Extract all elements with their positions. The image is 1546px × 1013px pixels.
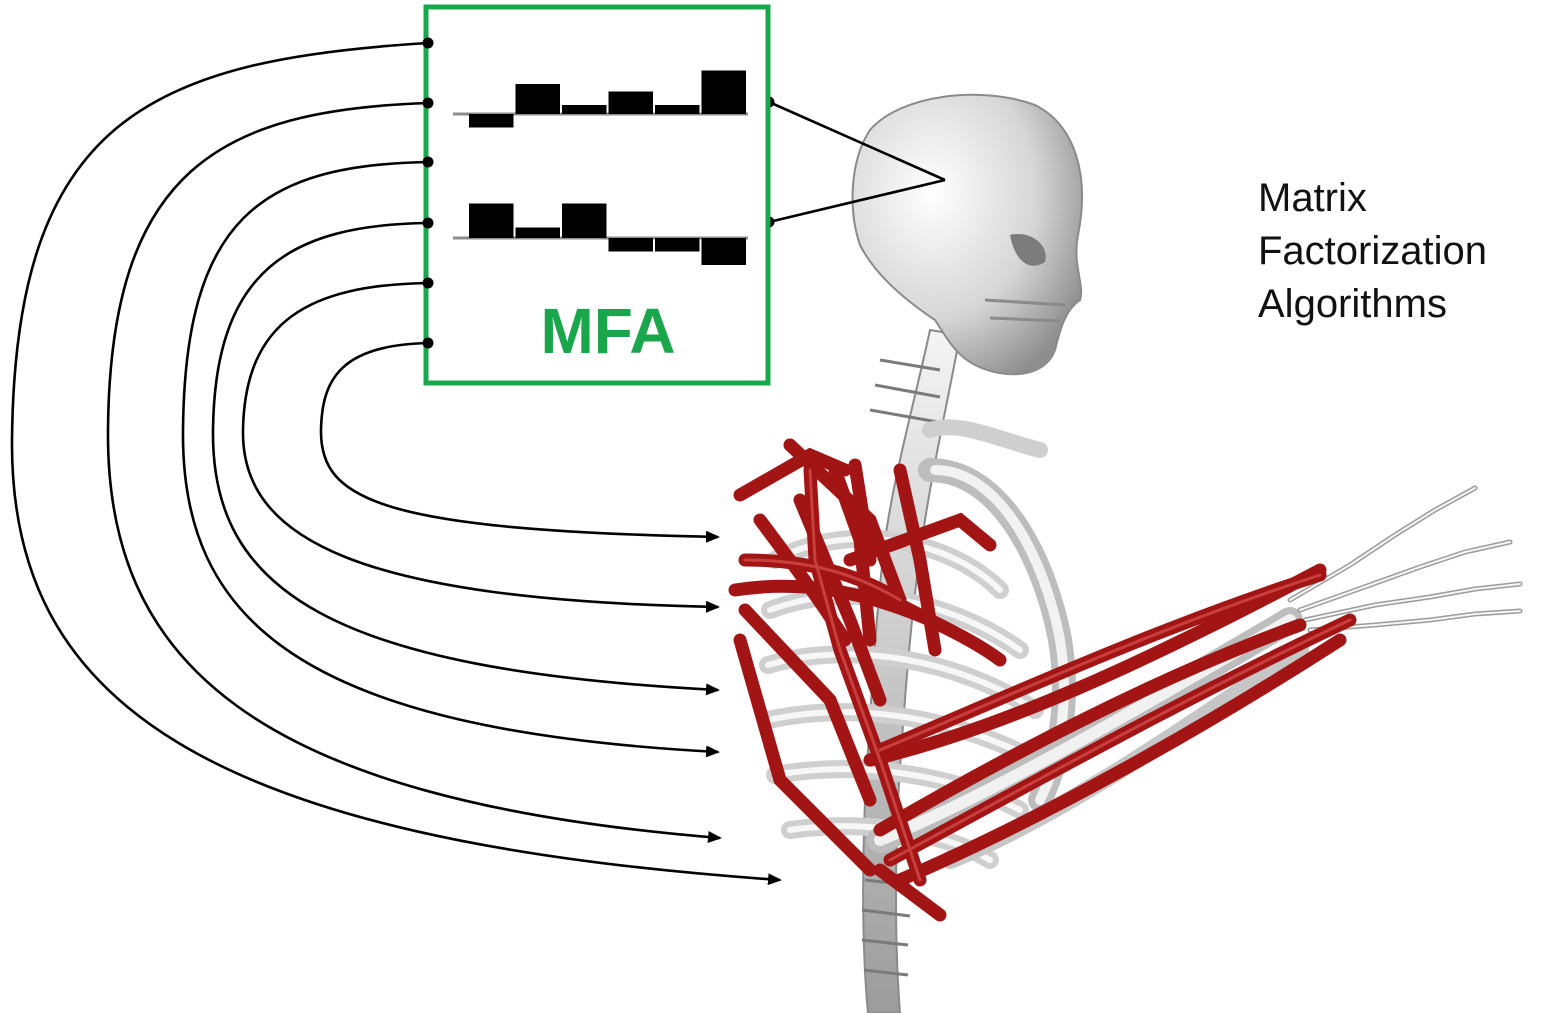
synergy-1-bar-3 <box>562 105 607 114</box>
caption-line-factorization: Factorization <box>1258 225 1487 278</box>
synergy-1-bar-2 <box>516 84 561 114</box>
synergy-1-bar-6 <box>702 71 747 115</box>
synergy-2-bar-3 <box>562 204 607 239</box>
mfa-input-dot-4 <box>423 218 434 229</box>
side-caption: Matrix Factorization Algorithms <box>1258 172 1487 331</box>
synergy-2-bar-1 <box>469 204 514 239</box>
mfa-input-dot-2 <box>423 98 434 109</box>
synergy-1-bar-1 <box>469 114 514 128</box>
synergy-2-bar-4 <box>609 238 654 252</box>
mfa-input-dot-6 <box>423 338 434 349</box>
skull <box>853 95 1082 374</box>
synergy-2-bar-6 <box>702 238 747 265</box>
caption-line-matrix: Matrix <box>1258 172 1487 225</box>
mfa-box: MFA <box>426 7 768 383</box>
synergy-2-bar-5 <box>655 238 700 252</box>
mfa-label: MFA <box>540 295 675 367</box>
synergy-2-bar-2 <box>516 228 561 239</box>
hand-bones <box>1290 488 1520 630</box>
synergy-1-bar-5 <box>655 105 700 114</box>
mfa-input-dot-5 <box>423 278 434 289</box>
mfa-input-dot-3 <box>423 157 434 168</box>
mfa-input-dot-1 <box>423 38 434 49</box>
synergy-1-bar-4 <box>609 92 654 115</box>
caption-line-algorithms: Algorithms <box>1258 278 1487 331</box>
